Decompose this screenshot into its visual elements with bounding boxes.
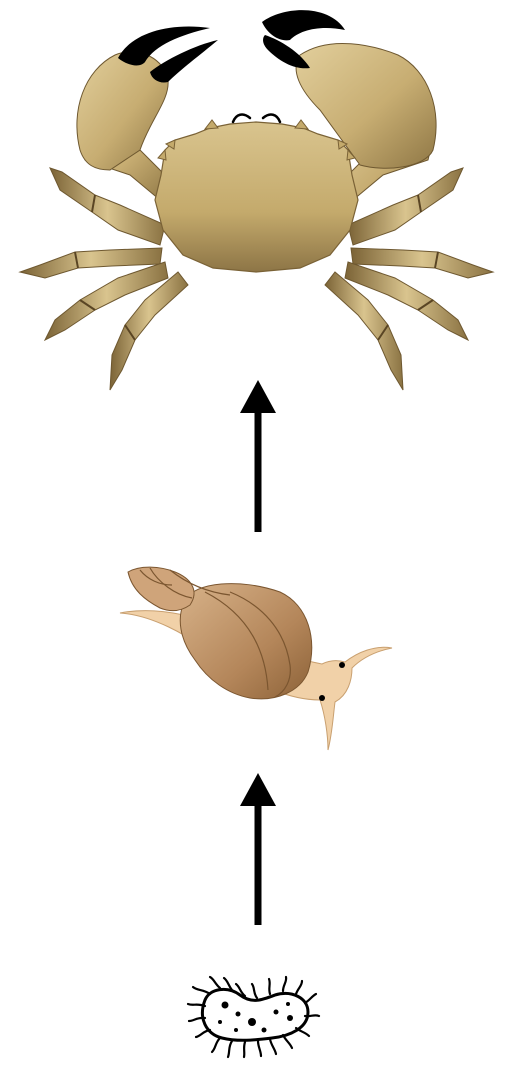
arrow-microorganism-to-snail — [240, 773, 276, 925]
snail-shell — [180, 584, 312, 699]
microorganism-icon — [188, 977, 319, 1057]
crab-carapace — [155, 122, 358, 272]
snail-eye-left — [339, 662, 345, 668]
snail-icon — [120, 567, 392, 750]
snail-eye-right — [319, 695, 325, 701]
arrow-snail-to-crab — [240, 380, 276, 532]
crab-eyes — [233, 115, 280, 122]
crab-icon — [20, 10, 493, 390]
